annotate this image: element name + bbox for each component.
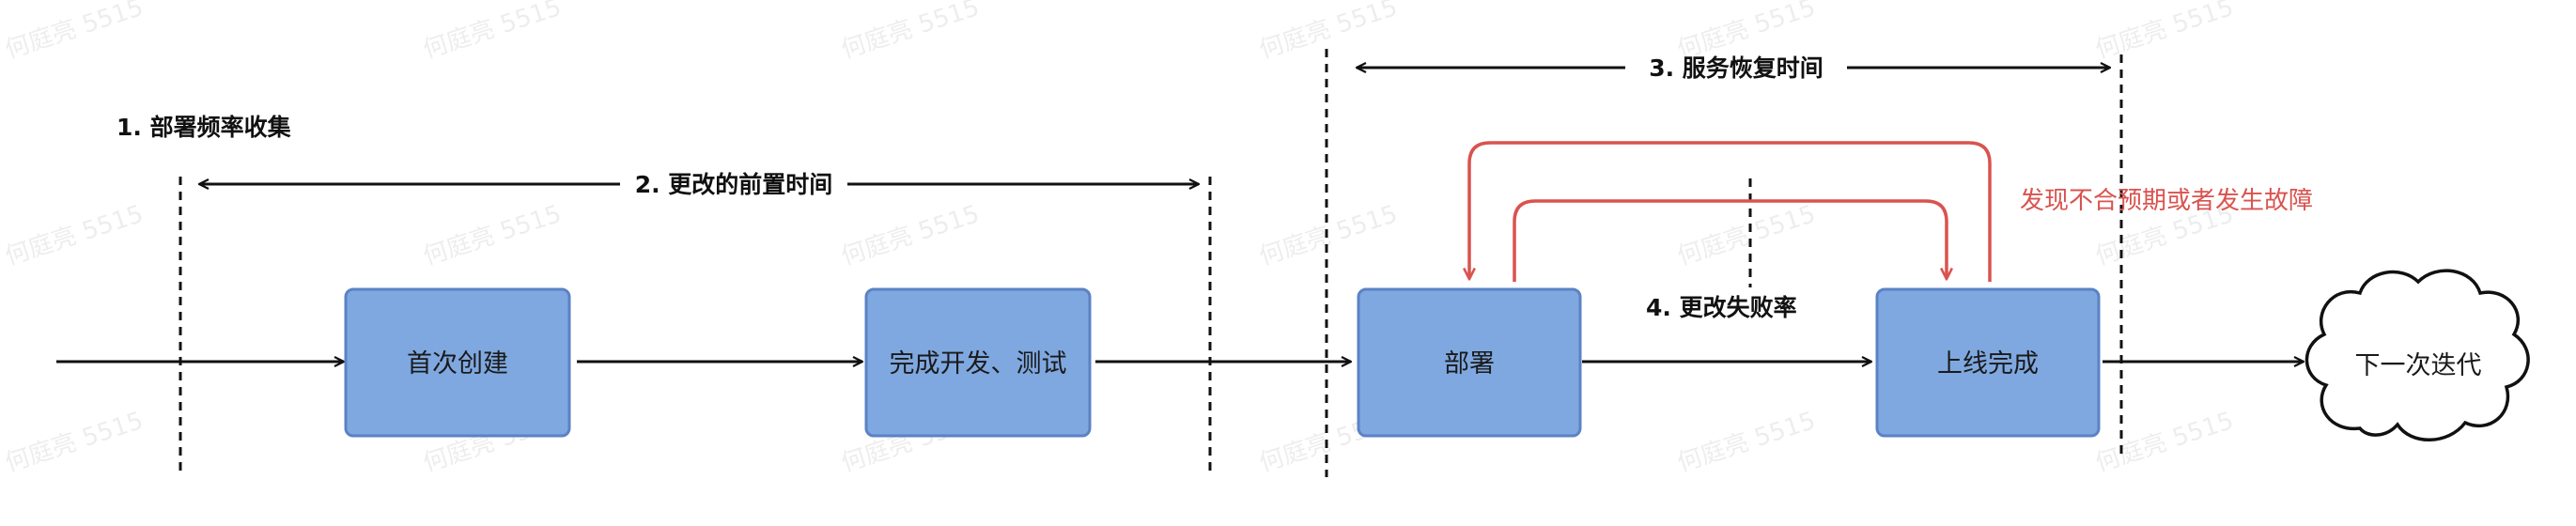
feedback-loop-outer xyxy=(1469,141,1992,282)
metric-change-failure-rate: 4. 更改失败率 xyxy=(1646,294,1797,321)
step-box-dev-test: 完成开发、测试 xyxy=(864,287,1092,438)
feedback-label: 发现不合预期或者发生故障 xyxy=(2020,187,2313,215)
step-label-deploy: 部署 xyxy=(1444,349,1495,379)
cloud-label: 下一次迭代 xyxy=(2355,351,2482,380)
metric-deploy-frequency: 1. 部署频率收集 xyxy=(116,114,292,141)
metric-restore-time: 3. 服务恢复时间 xyxy=(1649,54,1823,82)
step-label-first-create: 首次创建 xyxy=(407,349,508,379)
step-label-online: 上线完成 xyxy=(1937,349,2039,379)
metric-lead-time: 2. 更改的前置时间 xyxy=(635,171,833,198)
step-label-dev-test: 完成开发、测试 xyxy=(890,349,1067,379)
step-box-first-create: 首次创建 xyxy=(344,287,571,438)
cloud-next-iteration: 下一次迭代 xyxy=(2304,269,2530,441)
step-box-online: 上线完成 xyxy=(1875,287,2101,438)
feedback-loop-inner xyxy=(1513,199,1947,282)
step-box-deploy: 部署 xyxy=(1357,287,1582,438)
